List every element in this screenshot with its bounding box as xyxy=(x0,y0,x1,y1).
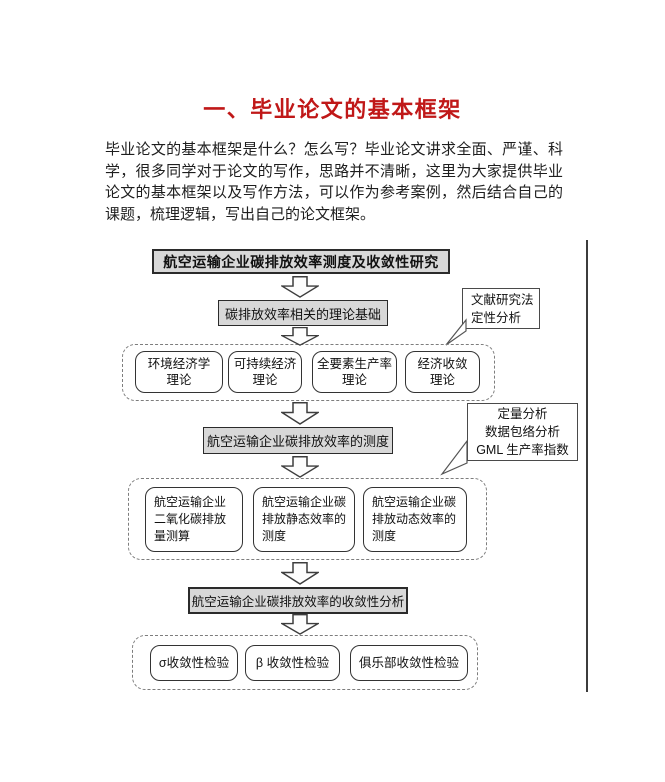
down-arrow-icon xyxy=(281,402,319,425)
intro-paragraph: 毕业论文的基本框架是什么？怎么写？毕业论文讲求全面、严谨、科学，很多同学对于论文… xyxy=(105,141,563,223)
theory-group xyxy=(122,344,495,401)
test-item: σ收敛性检验 xyxy=(150,645,238,681)
qualitative-method-callout: 文献研究法 定性分析 xyxy=(462,288,540,329)
theory-base-box: 碳排放效率相关的理论基础 xyxy=(218,300,388,326)
down-arrow-icon xyxy=(281,276,319,298)
theory-item: 全要素生产率 理论 xyxy=(312,351,397,393)
measurement-item: 航空运输企业碳 排放静态效率的 测度 xyxy=(253,487,355,552)
test-item: β 收敛性检验 xyxy=(245,645,340,681)
measurement-header-box: 航空运输企业碳排放效率的测度 xyxy=(203,427,393,454)
down-arrow-icon xyxy=(281,327,319,346)
down-arrow-icon xyxy=(281,614,319,635)
convergence-header-box: 航空运输企业碳排放效率的收敛性分析 xyxy=(188,587,408,614)
page-rule xyxy=(586,240,588,692)
down-arrow-icon xyxy=(281,456,319,478)
page-title: 一、毕业论文的基本框架 xyxy=(203,97,462,122)
quantitative-method-callout: 定量分析 数据包络分析 GML 生产率指数 xyxy=(467,403,578,461)
test-item: 俱乐部收敛性检验 xyxy=(350,645,468,681)
theory-item: 环境经济学 理论 xyxy=(135,351,223,393)
test-group xyxy=(132,635,478,690)
callout-pointer-icon xyxy=(440,439,468,476)
diagram-root-title-box: 航空运输企业碳排放效率测度及收敛性研究 xyxy=(152,249,450,274)
measurement-item: 航空运输企业碳 排放动态效率的 测度 xyxy=(363,487,467,552)
theory-item: 可持续经济 理论 xyxy=(228,351,302,393)
callout-pointer-icon xyxy=(445,318,467,346)
measurement-item: 航空运输企业 二氧化碳排放 量测算 xyxy=(145,487,243,552)
measurement-group xyxy=(128,478,487,560)
down-arrow-icon xyxy=(281,562,319,585)
theory-item: 经济收敛 理论 xyxy=(405,351,480,393)
